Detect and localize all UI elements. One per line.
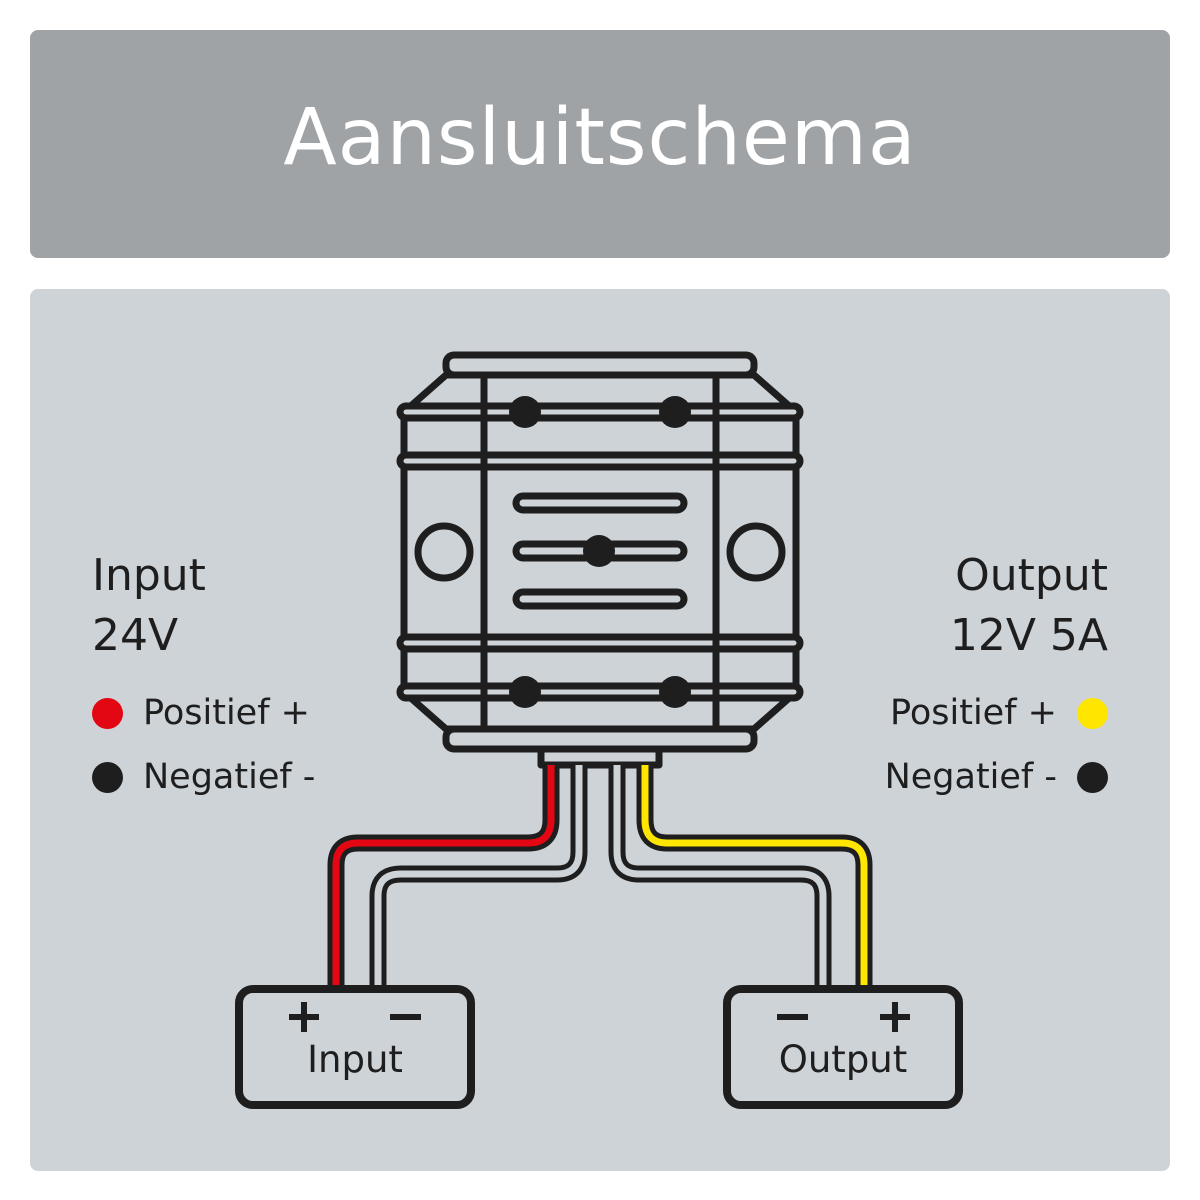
input-title: Input [92,550,206,601]
output-positive-legend: Positief + [890,688,1108,738]
converter-screws [509,396,691,708]
yellow-dot-icon [1077,697,1108,729]
input-box-label: Input [307,1038,403,1081]
red-dot-icon [92,697,123,729]
dc-dc-converter-icon [396,351,804,769]
input-negative-wire [369,765,588,990]
input-positive-label: Positief + [143,693,310,733]
output-negative-label: Negatief - [884,757,1057,797]
page-title: Aansluitschema [283,93,917,183]
output-voltage: 12V 5A [949,610,1108,661]
black-dot-icon [92,761,123,793]
input-plus-icon [289,1002,319,1032]
input-negative-label: Negatief - [143,757,316,797]
input-heading: Input 24V [92,546,206,666]
input-positive-legend: Positief + [92,688,310,738]
output-negative-wire [608,765,832,990]
input-voltage: 24V [92,610,179,661]
input-positive-wire [327,765,560,990]
output-negative-legend: Negatief - [885,752,1108,802]
title-banner: Aansluitschema [30,30,1170,258]
black-dot-icon [1077,761,1108,793]
output-positive-label: Positief + [890,693,1057,733]
output-heading: Output 12V 5A [950,546,1108,666]
output-box-label: Output [778,1038,908,1081]
output-positive-wire [636,765,873,990]
output-title: Output [955,550,1108,601]
output-plus-icon [880,1002,910,1032]
input-negative-legend: Negatief - [92,752,315,802]
